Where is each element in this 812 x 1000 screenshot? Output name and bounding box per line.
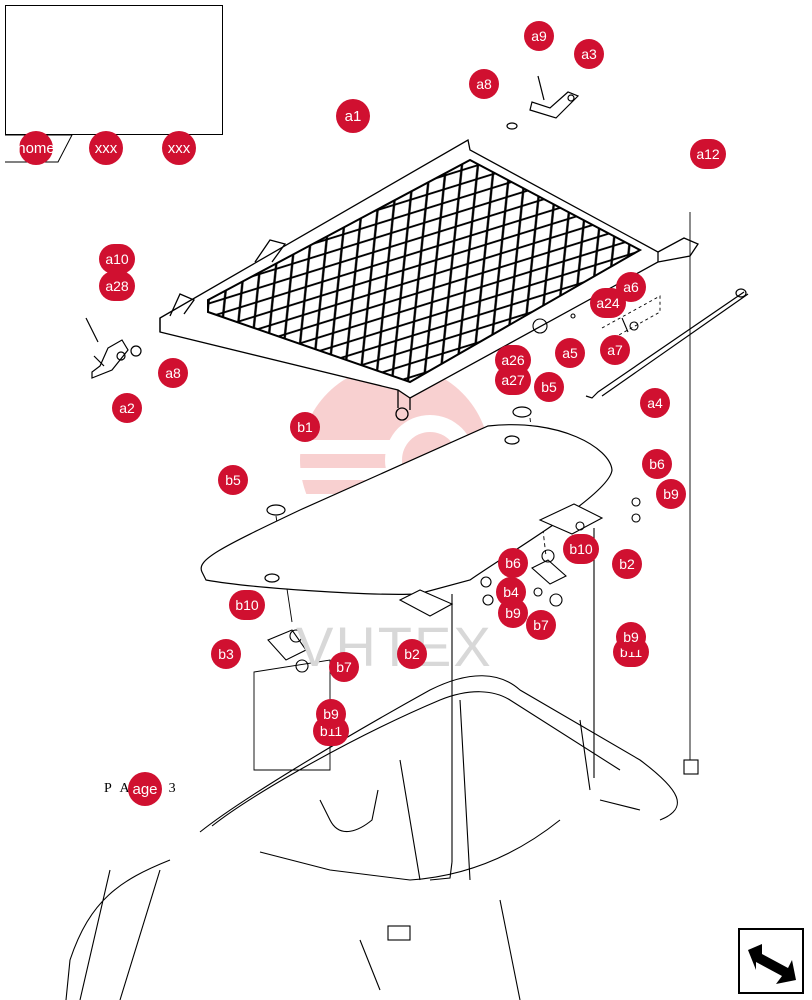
- callout-a3[interactable]: a3: [574, 39, 604, 69]
- callout-b7-mid[interactable]: b7: [526, 610, 556, 640]
- callout-a26[interactable]: a26: [495, 345, 531, 375]
- left-bracket: [85, 317, 142, 379]
- fasteners: [289, 497, 641, 673]
- callout-b10-right[interactable]: b10: [563, 534, 599, 564]
- callout-b9-right[interactable]: b9: [656, 479, 686, 509]
- thumb-link-1[interactable]: xxx: [89, 131, 123, 165]
- page-reference: PA 3: [104, 781, 185, 797]
- callout-b1[interactable]: b1: [290, 412, 320, 442]
- cab-body: [65, 528, 699, 1000]
- page-number: 3: [168, 781, 185, 796]
- callout-a8-top[interactable]: a8: [469, 69, 499, 99]
- support-rod: [585, 288, 749, 399]
- thumb-link-2[interactable]: xxx: [162, 131, 196, 165]
- callout-a9[interactable]: a9: [524, 21, 554, 51]
- callout-b5-left[interactable]: b5: [218, 465, 248, 495]
- callout-b10-left[interactable]: b10: [229, 590, 265, 620]
- callout-b7-left[interactable]: b7: [329, 652, 359, 682]
- home-link[interactable]: home: [17, 131, 55, 165]
- roof-guard: [159, 138, 699, 421]
- callout-a5[interactable]: a5: [555, 338, 585, 368]
- callout-b5-right[interactable]: b5: [534, 372, 564, 402]
- callout-a28[interactable]: a28: [99, 271, 135, 301]
- hinge-hardware: [532, 313, 639, 334]
- page-prefix: PA: [104, 781, 139, 796]
- callout-b6-right[interactable]: b6: [642, 449, 672, 479]
- callout-b2-right[interactable]: b2: [612, 549, 642, 579]
- callout-b9-low-left[interactable]: b9: [316, 699, 346, 729]
- callout-b2-left[interactable]: b2: [397, 639, 427, 669]
- right-bracket: [506, 75, 580, 130]
- panel-brackets: [267, 503, 604, 661]
- callout-b9-low-right[interactable]: b9: [616, 622, 646, 652]
- callout-a7[interactable]: a7: [600, 335, 630, 365]
- callout-b3[interactable]: b3: [211, 639, 241, 669]
- callout-b9-mid[interactable]: b9: [498, 598, 528, 628]
- callout-b6-mid[interactable]: b6: [498, 548, 528, 578]
- callout-a1[interactable]: a1: [336, 99, 370, 133]
- callout-a8-left[interactable]: a8: [158, 358, 188, 388]
- arrow-next-icon: [748, 944, 796, 984]
- next-page-button[interactable]: [738, 928, 804, 994]
- callout-a12[interactable]: a12: [690, 139, 726, 169]
- callout-a10[interactable]: a10: [99, 244, 135, 274]
- callout-a4[interactable]: a4: [640, 388, 670, 418]
- callout-a2[interactable]: a2: [112, 393, 142, 423]
- callout-a24[interactable]: a24: [590, 288, 626, 318]
- thumbnail-frame: [5, 5, 223, 135]
- watermark-text: VHTEX: [296, 615, 493, 678]
- page-link[interactable]: age: [128, 772, 162, 806]
